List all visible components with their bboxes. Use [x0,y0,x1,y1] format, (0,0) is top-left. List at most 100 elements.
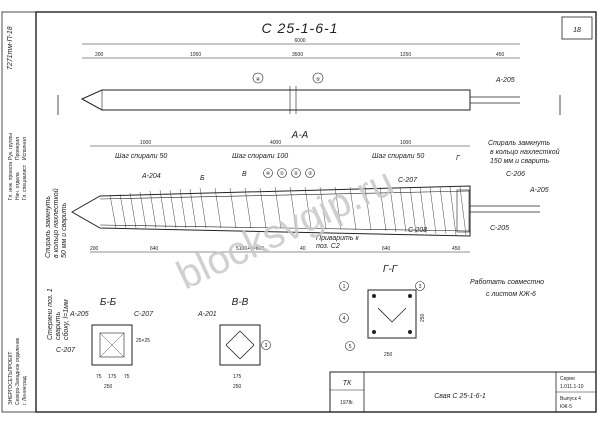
aa-mark-g: Г [456,155,461,162]
title-sheet: КЖ-5 [560,404,572,410]
watermark: blocksvgip.ru [170,160,400,299]
elevation-total-length: 6000 [294,38,305,44]
aa-label-c208: С-208 [408,227,427,234]
left-note-1: Спираль замкнуть [45,196,52,258]
sheet-number: 18 [573,27,581,34]
bb-dim-3: 75 [124,374,130,380]
spiral-note-3: 150 мм и сварить [490,158,550,165]
left-notes-2: Стержни поз. 1 сварить сбоку, l=1мм [47,288,70,340]
gg-callout-3: 3 [419,284,422,290]
aa-label-c205: С-205 [490,225,509,232]
weld-note-1: Приварить к [316,235,359,242]
left-note2-3: сбоку, l=1мм [62,299,70,340]
vv-dim-2: 250 [233,384,242,390]
title-block: ТК 1978г. Свая С 25-1-6-1 Серия 1.011.1-… [329,371,597,413]
left-note-3: 50 мм и сварить [61,202,68,258]
elev-dim-2: 1050 [190,52,201,58]
left-note2-1: Стержни поз. 1 [47,288,54,340]
aa-label-a205: А-205 [529,187,549,194]
spiral-note-1: Спираль замкнуть [488,140,550,147]
elev-dim-4: 1250 [400,52,411,58]
vv-dim-1: 175 [233,374,242,380]
stamp-line-5: Нач. отдела [15,172,21,200]
stamp-line-1: ЭНЕРГОСЕТЬПРОЕКТ [8,352,14,405]
bb-dim-rebar: 25×25 [136,338,150,344]
spiral-hatching [109,186,467,236]
stamp-line-3: г. Ленинград [22,376,28,405]
aa-callout-1: ① [280,171,285,177]
aa-label-c206: С-206 [506,171,525,178]
left-note2-2: сварить [55,311,62,340]
stamp-line-4: Гл. инж. проекта [8,162,14,200]
left-notes: Спираль замкнуть в кольцо нахлесткой 50 … [45,188,68,258]
section-gg-title: Г-Г [383,264,399,275]
elev-callout-4: ④ [256,77,261,83]
elev-dim-3: 3500 [292,52,303,58]
aa-top-dim-3: 1000 [400,140,411,146]
weld-note-2: поз. С2 [316,243,340,250]
aa-pitch-3: Шаг спирали 50 [372,153,424,160]
stamp-line-8: Проверил [15,137,21,160]
aa-bot-dim-2: 640 [150,246,159,252]
aa-bot-dim-6: 450 [452,246,461,252]
work-note-2: с листом КЖ-6 [486,291,536,298]
stamp-strip [1,11,37,413]
aa-top-dim-1: 1000 [140,140,151,146]
aa-bot-dim-3: 5100+6=600 [236,246,264,252]
aa-label-c207: С-207 [398,177,418,184]
gg-dim-side: 250 [420,313,426,322]
section-vv: А-201 3 175 250 [197,311,271,390]
work-note-1: Работать совместно [470,278,544,286]
gg-callout-1: 1 [343,284,346,290]
aa-bot-dim-1: 200 [90,246,99,252]
elev-dim-5: 450 [496,52,505,58]
stamp-text: ЭНЕРГОСЕТЬПРОЕКТ Северо-Западное отделен… [8,338,28,405]
stamp-line-2: Северо-Западное отделение [15,338,21,405]
sheet-number-box [561,16,593,40]
title-code: ТК [343,380,352,387]
aa-callout-3: ③ [308,171,313,177]
section-aa-title: А-А [291,130,309,141]
bb-label-c207-left: С-207 [56,347,76,354]
aa-bot-dim-4: 40 [300,246,306,252]
aa-top-dim-2: 4000 [270,140,281,146]
section-gg: 1 3 4 5 250 250 [339,281,426,358]
aa-mark-b: Б [200,175,205,182]
vv-label-a201: А-201 [197,311,217,318]
vv-callout-3: 3 [265,343,268,349]
elev-dim-1: 200 [95,52,104,58]
title-series: Серия [560,376,575,382]
section-aa: 1000 4000 1000 Шаг спирали 50 Шаг спирал… [70,140,560,253]
title-series-num: 1.011.1-10 [560,384,584,390]
bb-dim-2: 175 [108,374,117,380]
section-bb: А-205 С-207 С-207 25×25 75 175 75 250 [56,311,154,390]
stamp-line-7: Рук. группы [8,133,14,160]
bb-label-a205: А-205 [69,311,89,318]
title-name: Свая С 25-1-6-1 [434,393,486,400]
gg-callout-4: 4 [343,316,346,322]
elev-callout-5: ⑤ [316,77,321,83]
left-note-2: в кольцо нахлесткой [52,188,60,258]
watermark-text: blocksvgip.ru [170,160,400,299]
aa-mark-v: В [242,171,247,178]
side-code-text: 7271тм-П-18 [7,26,14,70]
aa-bot-dim-5: 640 [382,246,391,252]
gg-callout-5: 5 [349,344,352,350]
stamp-line-9: Исполнил [22,137,28,160]
bb-dim-1: 75 [96,374,102,380]
pile-elevation: 6000 200 1050 3500 1250 450 ④ ⑤ А-205 [57,38,561,115]
title-year: 1978г. [340,400,354,406]
bb-dim-bottom: 250 [104,384,113,390]
spiral-note-2: в кольцо нахлесткой [490,148,560,156]
side-code: 7271тм-П-18 [7,26,14,70]
bb-label-c207-top: С-207 [134,311,154,318]
gg-dim-bottom: 250 [384,352,393,358]
stamp-roles: Гл. инж. проекта Нач. отдела Гл. специал… [8,133,28,200]
aa-pitch-1: Шаг спирали 50 [115,153,167,160]
drawing-title: С 25-1-6-1 [262,20,339,36]
aa-pitch-2: Шаг спирали 100 [232,153,288,160]
section-vv-title: В-В [232,297,249,308]
aa-callout-4: ④ [266,171,271,177]
